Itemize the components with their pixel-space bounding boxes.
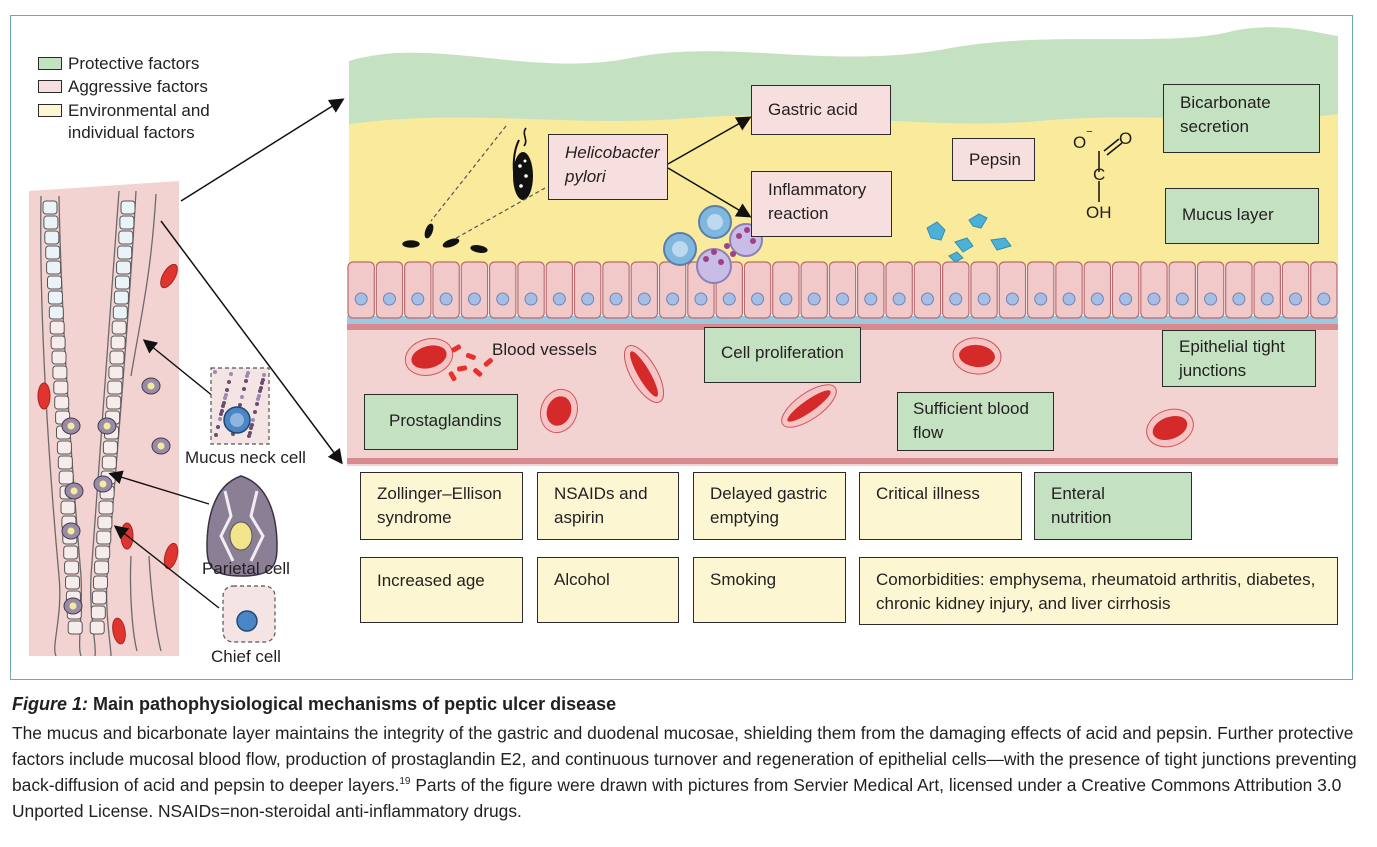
pepsin-box: Pepsin: [952, 138, 1035, 181]
cell-proliferation-box: Cell proliferation: [704, 327, 861, 383]
comorbidities-box: Comorbidities: emphysema, rheumatoid art…: [859, 557, 1338, 625]
h-pylori-bacteria-illustration: [402, 125, 546, 253]
parietal-cell-label: Parietal cell: [202, 559, 290, 578]
nsaids-aspirin-box: NSAIDs and aspirin: [537, 472, 679, 540]
blood-vessels-label: Blood vessels: [492, 340, 597, 359]
h-pylori-box: Helicobacter pylori: [548, 134, 668, 200]
delayed-gastric-emptying-box: Delayed gastric emptying: [693, 472, 846, 540]
bicarbonate-secretion-box: Bicarbonate secretion: [1163, 84, 1320, 153]
caption-body-text: The mucus and bicarbonate layer maintain…: [12, 723, 1357, 795]
alcohol-box: Alcohol: [537, 557, 679, 623]
caption-reference: 19: [399, 776, 411, 788]
parietal-cell-illustration: [206, 475, 278, 577]
figure-frame: Protective factors Aggressive factors En…: [10, 15, 1353, 680]
mucus-neck-cell-label: Mucus neck cell: [185, 448, 306, 467]
inflammatory-reaction-box: Inflammatory reaction: [751, 171, 892, 237]
legend-environmental-swatch: [38, 104, 62, 117]
prostaglandins-box: Prostaglandins: [364, 394, 518, 450]
increased-age-box: Increased age: [360, 557, 523, 623]
epithelial-tight-junctions-box: Epithelial tight junctions: [1162, 330, 1316, 387]
legend-protective-swatch: [38, 57, 62, 70]
legend-aggressive-swatch: [38, 80, 62, 93]
sufficient-blood-flow-box: Sufficient blood flow: [897, 392, 1054, 451]
chief-cell-label: Chief cell: [211, 647, 281, 666]
immune-cells-illustration: [663, 205, 763, 284]
mucus-layer-box: Mucus layer: [1165, 188, 1319, 244]
chief-cell-illustration: [222, 585, 276, 643]
caption-title-text: Main pathophysiological mechanisms of pe…: [93, 694, 617, 714]
mucus-neck-cell-illustration: [210, 367, 270, 445]
bicarbonate-o: O: [1119, 129, 1133, 148]
gastric-gland-illustration: [29, 181, 179, 657]
zollinger-ellison-box: Zollinger–Ellison syndrome: [360, 472, 523, 540]
bicarbonate-oh: OH: [1086, 203, 1112, 222]
critical-illness-box: Critical illness: [859, 472, 1022, 540]
enteral-nutrition-box: Enteral nutrition: [1034, 472, 1192, 540]
caption-figure-label: Figure 1:: [12, 694, 89, 714]
caption-body-text-2: Parts of the figure were drawn with pict…: [12, 775, 1342, 821]
smoking-box: Smoking: [693, 557, 846, 623]
bicarbonate-c: C: [1093, 165, 1106, 184]
caption-body: The mucus and bicarbonate layer maintain…: [12, 720, 1367, 824]
gastric-acid-box: Gastric acid: [751, 85, 891, 135]
caption-title: Figure 1: Main pathophysiological mechan…: [12, 694, 616, 715]
bicarbonate-o-minus: O−: [1073, 126, 1093, 152]
